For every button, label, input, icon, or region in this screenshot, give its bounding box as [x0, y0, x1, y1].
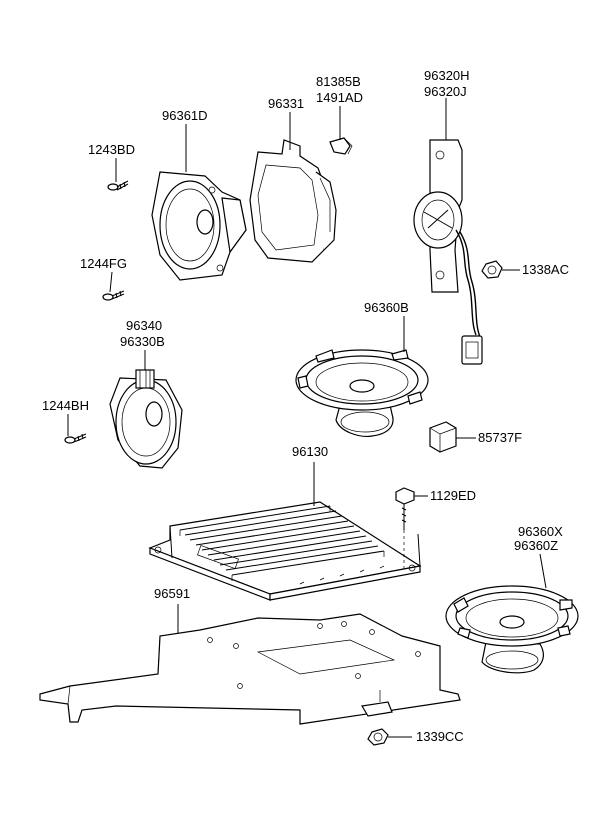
speaker-96361D: [151, 171, 247, 281]
label-1339CC: 1339CC: [416, 729, 464, 744]
leader-lines: [67, 98, 547, 738]
label-1244BH: 1244BH: [42, 398, 89, 413]
label-1491AD: 1491AD: [316, 90, 363, 105]
tweeter-96320H: [413, 139, 483, 365]
label-1244FG: 1244FG: [80, 256, 127, 271]
label-96360B: 96360B: [364, 300, 409, 315]
speaker-adapter-96331: [249, 139, 337, 263]
part-labels: 96361D 96331 81385B 1491AD 96320H 96320J…: [42, 68, 569, 744]
label-96360Z: 96360Z: [514, 538, 558, 553]
label-96130: 96130: [292, 444, 328, 459]
speaker-96340: [109, 369, 183, 469]
speaker-96360B: [295, 349, 429, 437]
label-96320J: 96320J: [424, 84, 467, 99]
label-1338AC: 1338AC: [522, 262, 569, 277]
label-96340: 96340: [126, 318, 162, 333]
screw-1243BD: [107, 180, 129, 191]
label-1129ED: 1129ED: [430, 488, 476, 503]
label-96320H: 96320H: [424, 68, 470, 83]
amplifier-96130: [148, 501, 422, 601]
label-1243BD: 1243BD: [88, 142, 135, 157]
nut-1339CC: [367, 728, 389, 746]
bolt-1129ED: [395, 487, 415, 570]
clip-81385B: [329, 137, 353, 155]
label-85737F: 85737F: [478, 430, 522, 445]
connector-85737F: [429, 421, 457, 453]
label-96591: 96591: [154, 586, 190, 601]
speaker-96360X: [445, 585, 579, 674]
label-81385B: 81385B: [316, 74, 361, 89]
label-96330B: 96330B: [120, 334, 165, 349]
bracket-96591: [39, 613, 461, 725]
label-96360X: 96360X: [518, 524, 563, 539]
label-96361D: 96361D: [162, 108, 208, 123]
screw-1244FG: [102, 290, 125, 301]
nut-1338AC: [481, 260, 503, 279]
label-96331: 96331: [268, 96, 304, 111]
screw-1244BH: [64, 433, 87, 444]
